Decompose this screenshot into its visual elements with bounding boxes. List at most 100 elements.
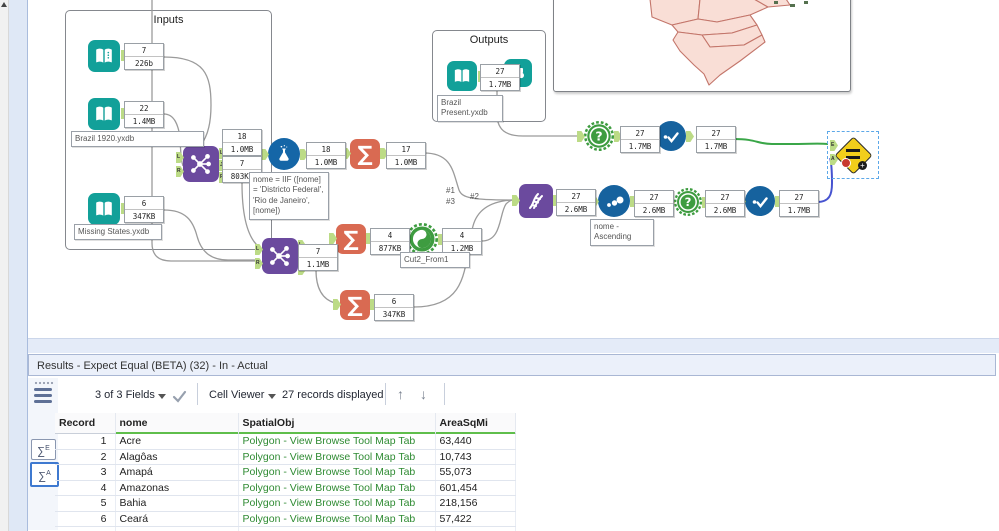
- cell-spatialobj[interactable]: Polygon - View Browse Tool Map Tab: [238, 464, 436, 481]
- input-data-tool-2[interactable]: [88, 98, 129, 130]
- summarize-tool-1[interactable]: ∑: [343, 139, 388, 169]
- open-book-icon: [454, 69, 470, 83]
- sigma-icon: ∑: [343, 226, 359, 251]
- panel-splitter[interactable]: [27, 338, 999, 354]
- actual-view-button[interactable]: ∑A: [30, 462, 59, 487]
- sigma-icon: ∑: [357, 141, 373, 166]
- sort-dots-icon: [607, 196, 624, 207]
- expected-suffix: E: [45, 445, 50, 452]
- cell-record: 4: [55, 480, 116, 496]
- results-panel-title: Results - Expect Equal (BETA) (32) - In …: [28, 354, 996, 376]
- chevron-down-icon[interactable]: [158, 394, 166, 399]
- fields-dropdown[interactable]: 3 of 3 Fields: [95, 389, 155, 401]
- question-macro-2[interactable]: ?: [667, 188, 710, 221]
- records-displayed-label: 27 records displayed: [282, 389, 384, 401]
- cell-record: 1: [55, 433, 116, 450]
- union-tool[interactable]: [512, 184, 561, 218]
- svg-text:?: ?: [595, 129, 602, 144]
- cell-viewer-dropdown[interactable]: Cell Viewer: [209, 389, 265, 401]
- sort-tool[interactable]: [591, 185, 638, 217]
- cell-nome: Amazonas: [115, 480, 239, 496]
- cell-nome: Acre: [115, 433, 239, 450]
- check-circle-icon: [752, 197, 768, 209]
- annotation-sort: nome - Ascending: [590, 219, 654, 246]
- column-header-nome[interactable]: nome: [115, 413, 239, 434]
- cell-areasqmi: 55,073: [435, 464, 516, 481]
- plus-badge-icon: +: [858, 161, 867, 170]
- open-book-icon: [96, 201, 112, 216]
- output-data-tool[interactable]: [447, 61, 486, 91]
- cell-spatialobj[interactable]: Polygon - View Browse Tool Map Tab: [238, 511, 436, 527]
- verify-tool-1[interactable]: [649, 121, 694, 151]
- input-data-tool-3[interactable]: [88, 193, 129, 225]
- apply-check-icon[interactable]: [172, 390, 187, 403]
- inputs-container-label: Inputs: [153, 14, 184, 26]
- summarize-tool-2[interactable]: ∑: [329, 224, 374, 254]
- cell-nome: Amapá: [115, 464, 239, 481]
- open-book-icon: [96, 106, 112, 121]
- verify-tool-2[interactable]: [738, 186, 783, 216]
- cell-nome: Alagôas: [115, 449, 239, 465]
- table-row-partial: [55, 526, 516, 531]
- column-header-areasqmi[interactable]: AreaSqMi: [435, 413, 516, 434]
- chevron-down-icon[interactable]: [268, 394, 276, 399]
- formula-tool[interactable]: [261, 138, 308, 170]
- cell-spatialobj[interactable]: Polygon - View Browse Tool Map Tab: [238, 433, 436, 450]
- sort-up-button[interactable]: ↑: [397, 386, 404, 402]
- cell-areasqmi: 57,422: [435, 511, 516, 527]
- sort-down-button[interactable]: ↓: [420, 386, 427, 402]
- annotation-cut2: Cut2_From1: [400, 252, 470, 269]
- expected-view-button[interactable]: ∑E: [31, 439, 56, 460]
- equals-icon: [846, 156, 860, 160]
- cell-areasqmi: 218,156: [435, 495, 516, 512]
- green-macro-swirl-icon: [406, 223, 438, 255]
- junction-label-1: #1: [446, 186, 455, 195]
- left-scroll-strip[interactable]: [0, 0, 9, 531]
- column-header-spatialobj[interactable]: SpatialObj: [238, 413, 436, 434]
- drag-handle-icon[interactable]: [34, 381, 54, 385]
- cell-nome: Ceará: [115, 511, 239, 527]
- check-circle-icon: [663, 132, 679, 144]
- sigma-glyph: ∑: [38, 470, 47, 483]
- expect-equal-tool[interactable]: E A +: [827, 131, 879, 179]
- cell-spatialobj[interactable]: Polygon - View Browse Tool Map Tab: [238, 495, 436, 512]
- cell-spatialobj[interactable]: Polygon - View Browse Tool Map Tab: [238, 480, 436, 496]
- flask-icon: [279, 145, 289, 161]
- input-data-tool-1[interactable]: [88, 40, 129, 72]
- results-panel: Results - Expect Equal (BETA) (32) - In …: [27, 353, 999, 531]
- sigma-glyph: ∑: [37, 445, 46, 458]
- join-tool-2[interactable]: L R L J R: [255, 238, 306, 275]
- join-tool-1[interactable]: L R L J R: [176, 146, 227, 183]
- junction-label-2: #2: [470, 192, 479, 201]
- cell-nome: Bahia: [115, 495, 239, 512]
- question-macro-1[interactable]: ?: [577, 121, 622, 156]
- left-panel-edge: [9, 0, 28, 531]
- scroll-up-icon[interactable]: [1, 2, 7, 7]
- summarize-tool-3[interactable]: ∑: [333, 290, 378, 320]
- column-header-record[interactable]: Record: [55, 413, 116, 434]
- cell-spatialobj[interactable]: Polygon - View Browse Tool Map Tab: [238, 449, 436, 465]
- annotation-formula: nome = IIF ([nome] = 'Districto Federal'…: [249, 172, 329, 220]
- annotation-input3: Missing States.yxdb: [74, 224, 162, 241]
- outputs-container-label: Outputs: [469, 34, 509, 46]
- table-layout-button[interactable]: [34, 388, 52, 405]
